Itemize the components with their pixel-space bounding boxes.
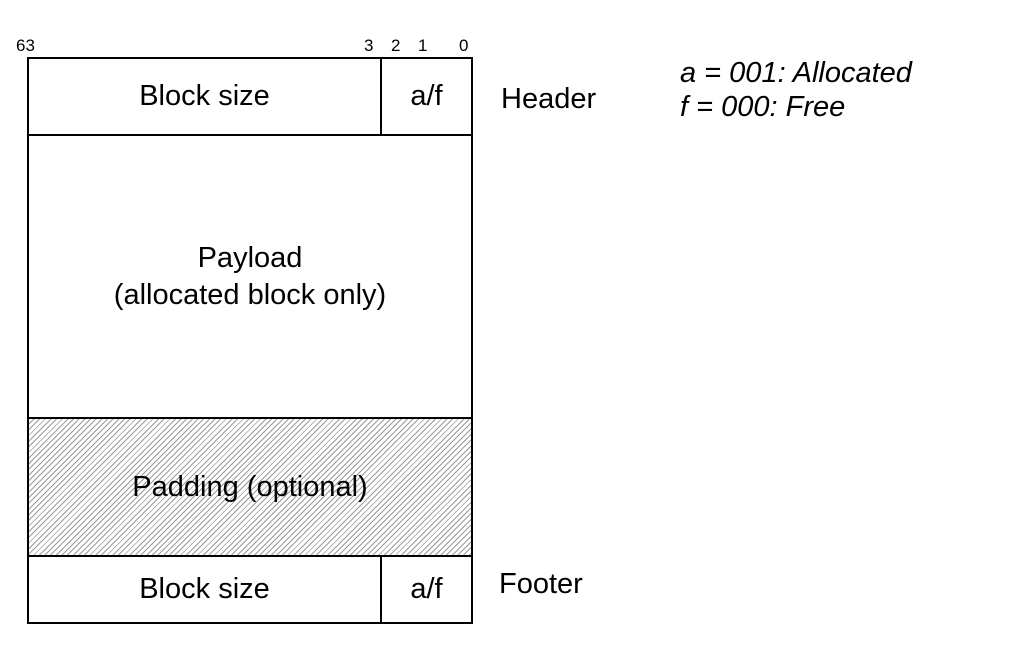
header-alloc-flag: a/f <box>380 59 471 134</box>
bit-label-2: 2 <box>391 36 401 55</box>
header-block-size: Block size <box>139 80 270 112</box>
legend-free: f = 000: Free <box>680 91 846 123</box>
bit-label-3: 3 <box>364 36 374 55</box>
padding-row: Padding (optional) <box>29 419 471 557</box>
bit-label-0: 0 <box>459 36 469 55</box>
payload-title: Payload <box>197 241 303 274</box>
padding-label: Padding (optional) <box>132 470 368 503</box>
payload-subtitle: (allocated block only) <box>113 278 387 311</box>
memory-block-diagram: Block size a/f Payload (allocated block … <box>27 57 473 624</box>
payload-label: Payload (allocated block only) <box>29 136 471 417</box>
footer-row: Block size a/f <box>29 557 471 622</box>
bit-label-1: 1 <box>418 36 428 55</box>
payload-row: Payload (allocated block only) <box>29 136 471 419</box>
footer-side-label: Footer <box>499 568 583 600</box>
footer-block-size: Block size <box>139 573 270 605</box>
legend-allocated: a = 001: Allocated <box>680 57 912 89</box>
header-side-label: Header <box>501 83 597 115</box>
bit-label-63: 63 <box>16 36 35 55</box>
flag-legend: a = 001: Allocated f = 000: Free <box>680 56 912 124</box>
footer-alloc-flag: a/f <box>380 557 471 622</box>
header-row: Block size a/f <box>29 59 471 136</box>
